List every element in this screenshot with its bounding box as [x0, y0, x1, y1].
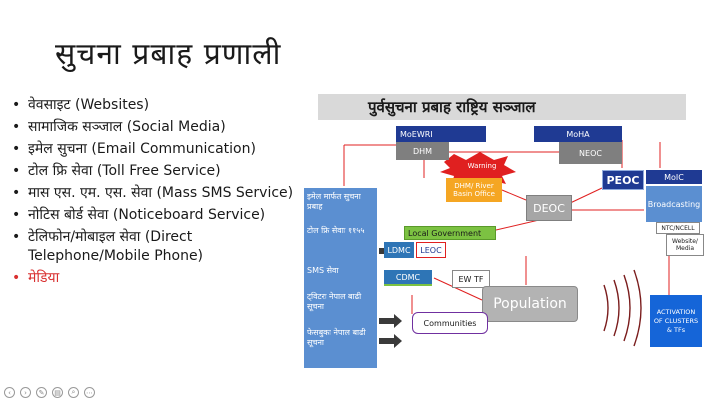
arrow-icon — [379, 314, 402, 328]
node-local-government: Local Government — [404, 226, 496, 240]
node-moewri: MoEWRI — [396, 126, 486, 142]
early-warning-network-diagram: पुर्वसुचना प्रबाह राष्ट्रिय सञ्जाल — [304, 90, 720, 370]
bullet-item: टोल फ्रि सेवा (Toll Free Service) — [10, 162, 305, 181]
node-leoc: LEOC — [416, 242, 446, 258]
bullet-item: मास एस. एम. एस. सेवा (Mass SMS Service) — [10, 184, 305, 203]
node-ntc-ncell: NTC/NCELL — [656, 222, 700, 234]
channel-sms: SMS सेवा — [307, 266, 339, 275]
diagram-title-banner: पुर्वसुचना प्रबाह राष्ट्रिय सञ्जाल — [318, 94, 686, 120]
bullet-item: इमेल सुचना (Email Communication) — [10, 140, 305, 159]
slideshow-toolbar: ‹ › ✎ ▤ ⌕ ⋯ — [4, 387, 95, 398]
channel-column: इमेल मार्फत सुचना प्रबाह टोल फ्रि सेवाः … — [304, 188, 377, 368]
more-options-icon[interactable]: ⋯ — [84, 387, 95, 398]
node-dhm: DHM — [396, 142, 449, 160]
bullet-item: टेलिफोन/मोबाइल सेवा (Direct Telephone/Mo… — [10, 228, 305, 266]
node-moha: MoHA — [534, 126, 622, 142]
pen-icon[interactable]: ✎ — [36, 387, 47, 398]
bullet-item: वेवसाइट (Websites) — [10, 96, 305, 115]
node-communities: Communities — [412, 312, 488, 334]
node-activation: ACTIVATION OF CLUSTERS & TFs — [650, 295, 702, 347]
node-website-media: Website/ Media — [666, 234, 704, 256]
node-cdmc: CDMC — [384, 270, 432, 286]
bullet-item: सामाजिक सञ्जाल (Social Media) — [10, 118, 305, 137]
node-moic: MoIC — [646, 170, 702, 184]
node-ew-tf: EW TF — [452, 270, 490, 288]
node-deoc: DEOC — [526, 195, 572, 221]
diagram-title: पुर्वसुचना प्रबाह राष्ट्रिय सञ्जाल — [368, 98, 536, 116]
channel-tollfree: टोल फ्रि सेवाः ११५५ — [307, 226, 365, 235]
node-peoc: PEOC — [602, 170, 644, 190]
previous-slide-icon[interactable]: ‹ — [4, 387, 15, 398]
node-broadcasting: Broadcasting — [646, 186, 702, 222]
next-slide-icon[interactable]: › — [20, 387, 31, 398]
bullet-item-media: मेडिया — [10, 269, 305, 288]
slides-icon[interactable]: ▤ — [52, 387, 63, 398]
node-population: Population — [482, 286, 578, 322]
bullet-list: वेवसाइट (Websites) सामाजिक सञ्जाल (Socia… — [10, 96, 305, 291]
node-dhm-river-basin: DHM/ River Basin Office — [446, 178, 502, 202]
warning-burst-icon — [440, 152, 516, 186]
channel-email: इमेल मार्फत सुचना प्रबाह — [307, 192, 361, 211]
channel-facebook: फेसबुकः नेपाल बाढी सूचना — [307, 328, 366, 347]
bullet-item: नोटिस बोर्ड सेवा (Noticeboard Service) — [10, 206, 305, 225]
zoom-icon[interactable]: ⌕ — [68, 387, 79, 398]
arrow-icon — [379, 334, 402, 348]
node-warning: Warning — [467, 161, 497, 170]
node-ldmc: LDMC — [384, 242, 414, 258]
slide-title: सुचना प्रबाह प्रणाली — [55, 37, 282, 72]
node-neoc: NEOC — [559, 142, 622, 164]
channel-twitter: ट्विटरः नेपाल बाढी सूचना — [307, 292, 362, 311]
